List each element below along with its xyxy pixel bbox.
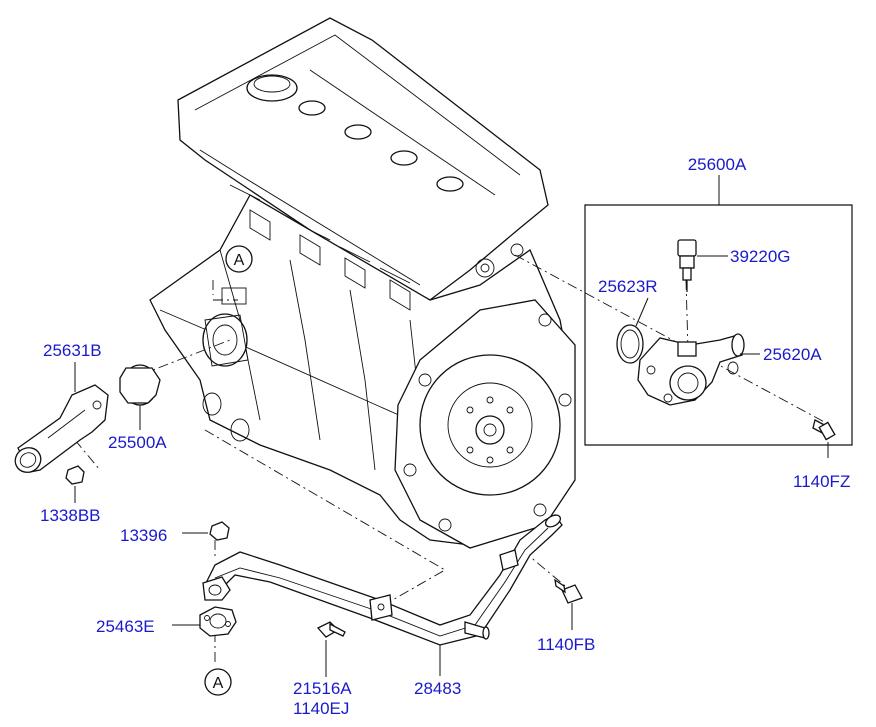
- reference-a-top: A: [225, 245, 253, 273]
- label-25623r[interactable]: 25623R: [598, 277, 658, 296]
- label-25463e[interactable]: 25463E: [96, 617, 155, 636]
- ref-a-bottom-label: A: [213, 675, 224, 692]
- part-25623r-oring: [616, 297, 649, 364]
- label-25500a[interactable]: 25500A: [108, 433, 167, 452]
- part-21516a-bolt: [316, 621, 346, 677]
- engine-assembly: [149, 17, 576, 549]
- part-1140fb-bolt: [554, 578, 583, 630]
- assembly-box-25600a: [584, 175, 853, 446]
- label-1140ej[interactable]: 1140EJ: [293, 699, 349, 718]
- part-39220g-sensor: [677, 239, 728, 292]
- part-1338bb-nut: [65, 465, 85, 503]
- part-28483-pipe: [202, 514, 563, 676]
- part-25463e-gasket: [172, 606, 237, 637]
- label-25620a[interactable]: 25620A: [763, 345, 822, 364]
- part-25500a-thermostat: [119, 364, 161, 430]
- part-labels: 25600A 39220G 25623R 25620A 1140FZ 25631…: [40, 155, 850, 718]
- label-25631b[interactable]: 25631B: [43, 341, 102, 360]
- label-25600a[interactable]: 25600A: [688, 155, 747, 174]
- part-1140fz-bolt: [812, 419, 836, 458]
- part-13396-nut: [182, 521, 230, 541]
- part-25631b-inlet: [14, 362, 109, 473]
- label-21516a[interactable]: 21516A: [293, 679, 352, 698]
- label-1140fz[interactable]: 1140FZ: [793, 472, 850, 491]
- reference-a-bottom: A: [204, 668, 232, 696]
- label-28483[interactable]: 28483: [414, 679, 461, 698]
- label-13396[interactable]: 13396: [120, 526, 167, 545]
- label-39220g[interactable]: 39220G: [730, 247, 791, 266]
- assembly-lines: [74, 254, 831, 665]
- label-1338bb[interactable]: 1338BB: [40, 506, 101, 525]
- ref-a-top-label: A: [234, 252, 245, 269]
- part-25620a-fitting: [637, 333, 760, 406]
- label-1140fb[interactable]: 1140FB: [537, 635, 595, 654]
